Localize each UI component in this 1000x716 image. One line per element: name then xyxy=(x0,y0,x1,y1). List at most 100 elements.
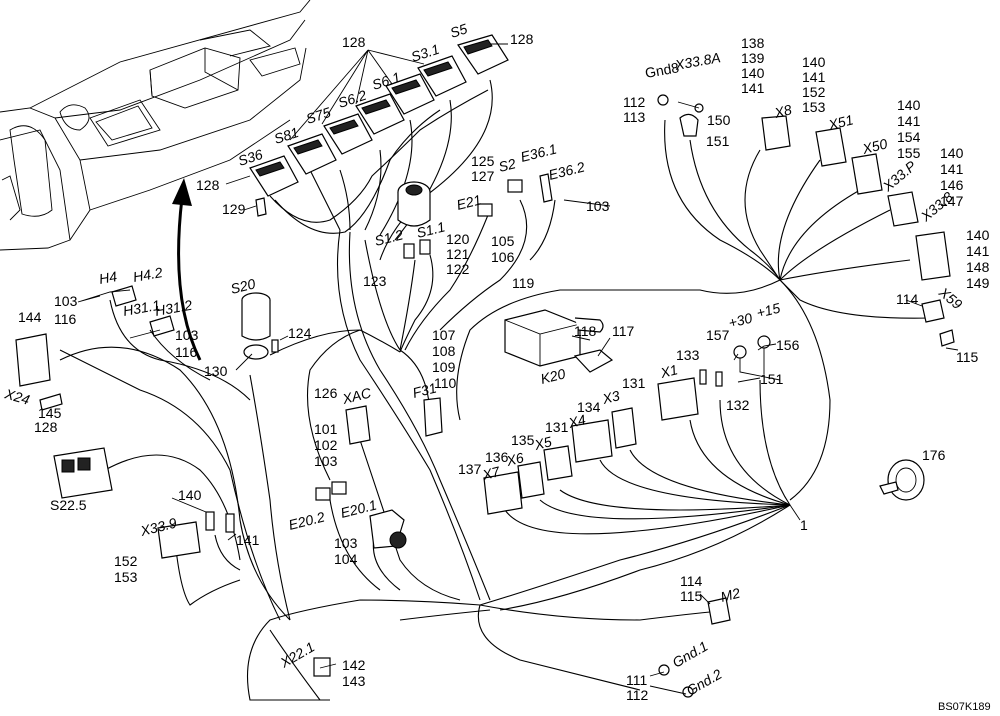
label-140-d: 140 xyxy=(940,145,964,161)
label-x5: X5 xyxy=(532,433,554,453)
label-116-h: 116 xyxy=(54,311,77,327)
label-15: +15 xyxy=(755,300,782,321)
label-154: 154 xyxy=(897,129,921,145)
label-121: 121 xyxy=(446,246,470,262)
label-140-e: 140 xyxy=(966,227,990,243)
label-155: 155 xyxy=(897,145,921,161)
label-x4: X4 xyxy=(566,411,588,431)
leader-lines xyxy=(77,43,959,695)
label-x50: X50 xyxy=(860,135,889,157)
label-s20: S20 xyxy=(229,275,257,297)
label-x33p: X33.P xyxy=(879,157,920,195)
right-connector-group xyxy=(657,94,955,347)
label-123: 123 xyxy=(363,273,387,289)
label-142: 142 xyxy=(342,657,366,673)
label-119: 119 xyxy=(512,275,535,291)
label-gnd2: Gnd.2 xyxy=(684,666,725,699)
label-103-h3: 103 xyxy=(175,327,199,343)
label-137: 137 xyxy=(458,461,482,477)
label-115-m2: 115 xyxy=(680,588,703,604)
label-150: 150 xyxy=(707,112,731,128)
label-s81: S81 xyxy=(272,124,301,147)
label-114-right: 114 xyxy=(896,291,919,307)
label-114-m2: 114 xyxy=(680,573,703,589)
relay-fuse-group xyxy=(423,309,614,437)
label-e202: E20.2 xyxy=(287,508,327,532)
label-s11: S1.1 xyxy=(415,218,447,240)
label-143: 143 xyxy=(342,673,366,689)
label-141-b: 141 xyxy=(802,69,826,85)
label-152-b: 152 xyxy=(802,84,826,100)
label-x8: X8 xyxy=(772,101,794,121)
label-s225: S22.5 xyxy=(50,497,87,513)
label-147: 147 xyxy=(940,193,964,209)
label-141-e: 141 xyxy=(966,243,990,259)
label-x24: X24 xyxy=(2,385,32,408)
label-e21: E21 xyxy=(455,191,483,213)
s20-switch xyxy=(241,292,279,360)
label-106: 106 xyxy=(491,249,515,265)
label-145: 145 xyxy=(38,405,62,421)
label-133: 133 xyxy=(676,347,700,363)
label-m2: M2 xyxy=(719,585,742,605)
label-139: 139 xyxy=(741,50,765,66)
label-104: 104 xyxy=(334,551,358,567)
label-112-top: 112 xyxy=(623,94,646,110)
label-e361: E36.1 xyxy=(519,141,558,165)
label-128-left: 128 xyxy=(196,177,220,193)
label-144: 144 xyxy=(18,309,42,325)
label-103-e: 103 xyxy=(586,198,610,214)
left-connector-group xyxy=(15,285,235,559)
label-103-b: 103 xyxy=(334,535,358,551)
label-156: 156 xyxy=(776,337,800,353)
label-x3: X3 xyxy=(600,387,622,407)
label-x7: X7 xyxy=(480,463,503,483)
ignition-switch xyxy=(397,173,553,259)
cab-interior-sketch xyxy=(0,0,311,251)
label-113-top: 113 xyxy=(623,109,646,125)
label-108: 108 xyxy=(432,343,456,359)
label-s2: S2 xyxy=(497,155,518,175)
label-e362: E36.2 xyxy=(547,158,587,182)
label-116-h3: 116 xyxy=(175,344,198,360)
switch-connector-bank xyxy=(249,34,509,217)
label-140-c: 140 xyxy=(897,97,921,113)
label-115-right: 115 xyxy=(956,349,979,365)
label-141-c: 141 xyxy=(897,113,921,129)
label-153-b: 153 xyxy=(802,99,826,115)
label-gnd8: Gnd8 xyxy=(644,59,681,81)
label-140-x339: 140 xyxy=(178,487,202,503)
label-xac: XAC xyxy=(340,384,374,407)
label-124: 124 xyxy=(288,325,312,341)
label-110: 110 xyxy=(434,375,457,391)
label-x6: X6 xyxy=(504,449,526,469)
grommet-176 xyxy=(879,459,925,501)
label-118: 118 xyxy=(574,323,597,339)
label-s12: S1.2 xyxy=(373,226,405,249)
middle-connector-group xyxy=(483,335,781,515)
label-gnd1: Gnd.1 xyxy=(670,638,711,671)
label-125: 125 xyxy=(471,153,495,169)
label-x1: X1 xyxy=(658,361,679,381)
label-s5: S5 xyxy=(448,20,469,41)
label-126: 126 xyxy=(314,385,338,401)
label-30: +30 xyxy=(727,310,754,331)
label-128-s22: 128 xyxy=(34,419,58,435)
label-112-bottom: 112 xyxy=(626,687,649,703)
label-149: 149 xyxy=(966,275,990,291)
label-117: 117 xyxy=(612,323,635,339)
label-h42: H4.2 xyxy=(132,264,164,285)
label-109: 109 xyxy=(432,359,456,375)
label-s75: S75 xyxy=(304,104,333,127)
label-120: 120 xyxy=(446,231,470,247)
label-111: 111 xyxy=(626,672,647,688)
bottom-connector-group xyxy=(313,597,731,698)
label-146: 146 xyxy=(940,177,964,193)
label-131-b: 131 xyxy=(545,419,569,435)
direction-arrow xyxy=(172,178,202,361)
label-130: 130 xyxy=(204,363,228,379)
label-152: 152 xyxy=(114,553,138,569)
label-128-s5: 128 xyxy=(510,31,534,47)
